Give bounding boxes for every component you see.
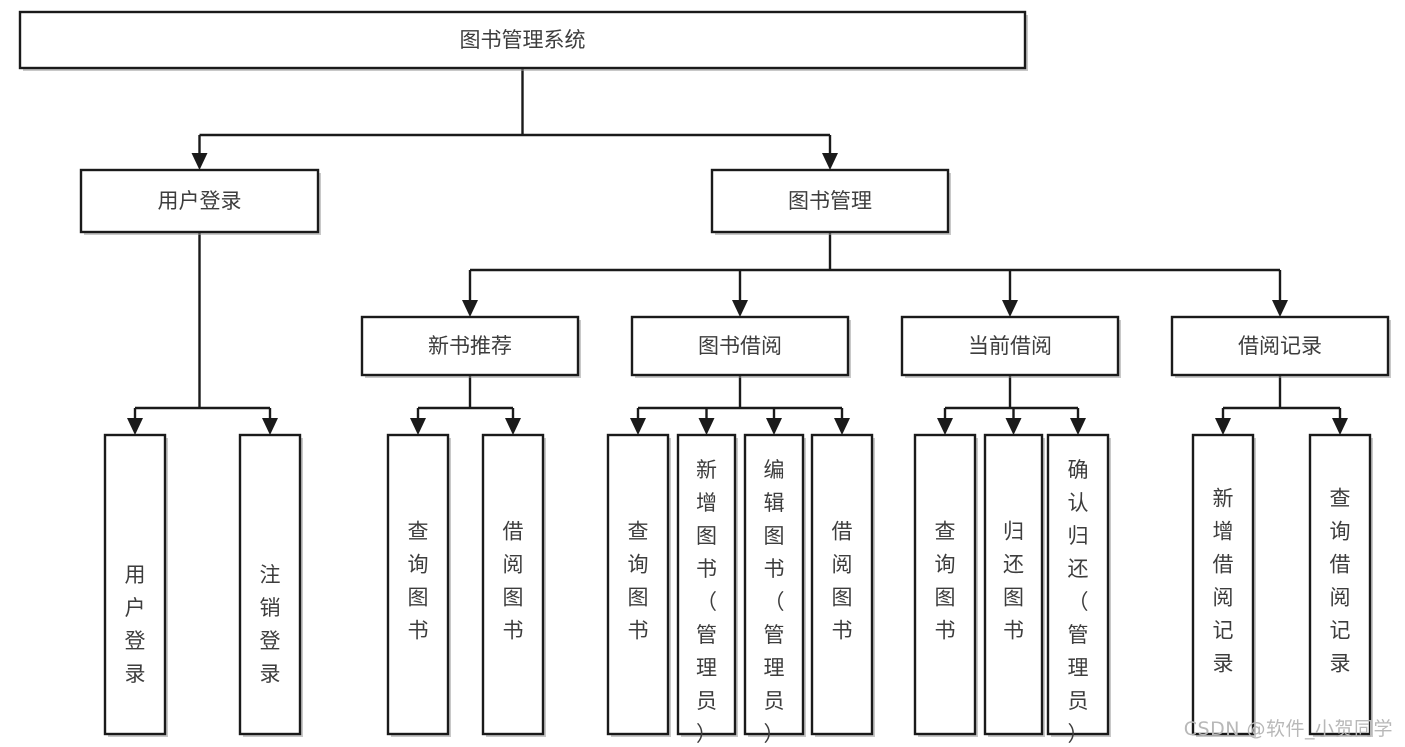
arrow-head-icon [937, 418, 953, 435]
node-label: 新增图书（管理员） [696, 458, 717, 746]
node-rect[interactable] [79, 168, 320, 234]
node-label: 查询图书 [408, 520, 429, 643]
csdn-watermark: CSDN @软件_小贺同学 [1183, 718, 1393, 740]
arrow-head-icon [766, 418, 782, 435]
node-rect[interactable] [386, 433, 450, 736]
node-leaf-edit-book[interactable]: 编辑图书（管理员） [743, 433, 806, 746]
connector-layer [127, 68, 1348, 435]
node-rect[interactable] [983, 433, 1044, 736]
arrow-head-icon [1332, 418, 1348, 435]
node-leaf-query-book-recommend[interactable]: 查询图书 [386, 433, 451, 737]
node-leaf-query-book-current[interactable]: 查询图书 [913, 433, 978, 737]
arrow-head-icon [698, 418, 715, 435]
node-label: 图书管理系统 [460, 28, 586, 52]
node-label: 当前借阅 [968, 334, 1052, 358]
node-label: 图书管理 [788, 189, 872, 213]
node-rect[interactable] [630, 315, 850, 377]
node-label: 用户登录 [158, 189, 242, 213]
node-rect[interactable] [481, 433, 545, 736]
node-label: 图书借阅 [698, 334, 782, 358]
node-leaf-user-login[interactable]: 用户登录 [103, 433, 168, 737]
node-label: 用户登录 [125, 563, 146, 686]
node-label: 借阅图书 [503, 520, 524, 643]
node-leaf-confirm-return[interactable]: 确认归还（管理员） [1046, 433, 1111, 746]
node-borrow-records[interactable]: 借阅记录 [1170, 315, 1391, 378]
node-label: 借阅记录 [1238, 334, 1322, 358]
node-rect[interactable] [606, 433, 670, 736]
node-rect[interactable] [913, 433, 977, 736]
node-rect[interactable] [238, 433, 302, 736]
arrow-head-icon [410, 418, 426, 435]
node-label: 新增借阅记录 [1213, 487, 1234, 676]
node-book-management[interactable]: 图书管理 [710, 168, 951, 235]
node-rect[interactable] [18, 10, 1027, 70]
node-label: 借阅图书 [832, 520, 853, 643]
arrow-head-icon [1215, 418, 1231, 435]
arrow-head-icon [191, 153, 208, 170]
arrow-head-icon [822, 153, 838, 170]
arrow-head-icon [1002, 300, 1018, 317]
node-rect[interactable] [810, 433, 874, 736]
node-label: 查询借阅记录 [1330, 487, 1351, 676]
node-leaf-borrow-book-recommend[interactable]: 借阅图书 [481, 433, 546, 737]
node-label: 编辑图书（管理员） [764, 458, 785, 746]
node-leaf-logout[interactable]: 注销登录 [238, 433, 303, 737]
node-current-borrow[interactable]: 当前借阅 [900, 315, 1121, 378]
node-rect[interactable] [1308, 433, 1372, 736]
node-rect[interactable] [743, 433, 805, 736]
arrow-head-icon [732, 300, 748, 317]
node-rect[interactable] [900, 315, 1120, 377]
node-rect[interactable] [103, 433, 167, 736]
arrow-head-icon [462, 300, 478, 317]
node-leaf-return-book[interactable]: 归还图书 [983, 433, 1045, 737]
node-label: 新书推荐 [428, 334, 512, 358]
node-label: 查询图书 [935, 520, 956, 643]
arrow-head-icon [505, 418, 521, 435]
node-label: 注销登录 [260, 563, 281, 686]
arrow-head-icon [834, 418, 850, 435]
node-rect[interactable] [1046, 433, 1110, 736]
node-book-borrow[interactable]: 图书借阅 [630, 315, 851, 378]
arrow-head-icon [630, 418, 646, 435]
arrow-head-icon [1070, 418, 1086, 435]
node-user-login[interactable]: 用户登录 [79, 168, 321, 235]
node-label: 确认归还（管理员） [1068, 458, 1089, 746]
node-layer: 图书管理系统用户登录图书管理新书推荐图书借阅当前借阅借阅记录用户登录注销登录查询… [18, 10, 1391, 746]
arrow-head-icon [262, 418, 278, 435]
node-leaf-add-book[interactable]: 新增图书（管理员） [676, 433, 738, 746]
node-label: 查询图书 [628, 520, 649, 643]
arrow-head-icon [1005, 418, 1022, 435]
arrow-head-icon [1272, 300, 1288, 317]
node-new-book-recommend[interactable]: 新书推荐 [360, 315, 581, 378]
node-rect[interactable] [1191, 433, 1255, 736]
node-leaf-borrow-book[interactable]: 借阅图书 [810, 433, 875, 737]
node-label: 归还图书 [1003, 520, 1024, 643]
arrow-head-icon [127, 418, 143, 435]
node-leaf-query-borrow-record[interactable]: 查询借阅记录 [1308, 433, 1373, 737]
node-rect[interactable] [676, 433, 737, 736]
node-rect[interactable] [360, 315, 580, 377]
node-leaf-add-borrow-record[interactable]: 新增借阅记录 [1191, 433, 1256, 737]
node-rect[interactable] [710, 168, 950, 234]
node-leaf-query-book-borrow[interactable]: 查询图书 [606, 433, 671, 737]
node-root[interactable]: 图书管理系统 [18, 10, 1028, 71]
node-rect[interactable] [1170, 315, 1390, 377]
